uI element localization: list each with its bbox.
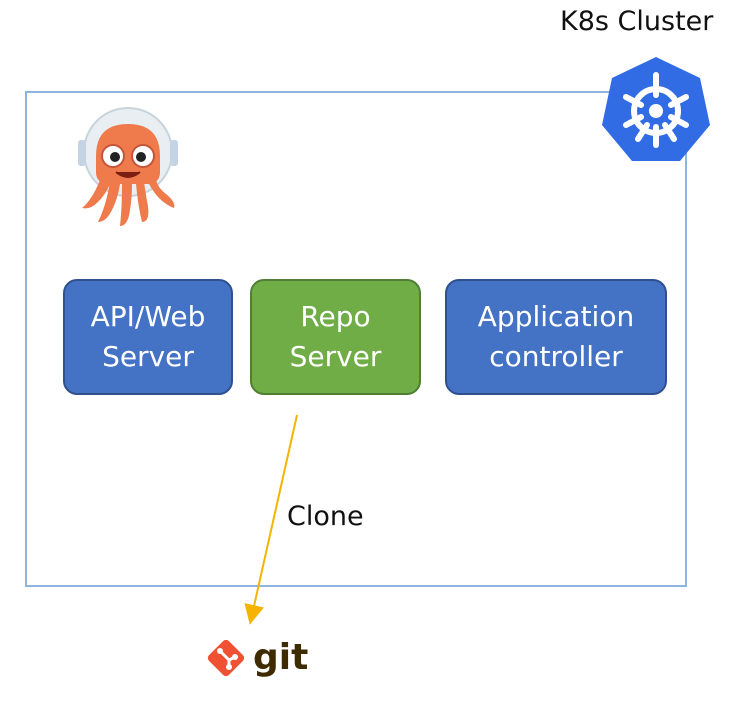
git-logo: git bbox=[205, 635, 313, 681]
argo-octopus-mascot-icon bbox=[78, 107, 178, 226]
git-diamond-icon bbox=[207, 639, 245, 677]
application-controller-node: Application controller bbox=[445, 279, 667, 395]
api-web-server-label: API/Web Server bbox=[90, 300, 206, 373]
api-web-server-node: API/Web Server bbox=[63, 279, 233, 395]
repo-server-node: Repo Server bbox=[250, 279, 421, 395]
application-controller-label: Application controller bbox=[477, 300, 635, 373]
kubernetes-helm-icon bbox=[602, 57, 710, 161]
git-wordmark: git bbox=[253, 637, 309, 678]
cluster-title: K8s Cluster bbox=[560, 6, 714, 37]
repo-server-label: Repo Server bbox=[289, 300, 382, 373]
k8s-cluster-boundary bbox=[25, 91, 687, 587]
clone-edge-label: Clone bbox=[287, 501, 364, 532]
